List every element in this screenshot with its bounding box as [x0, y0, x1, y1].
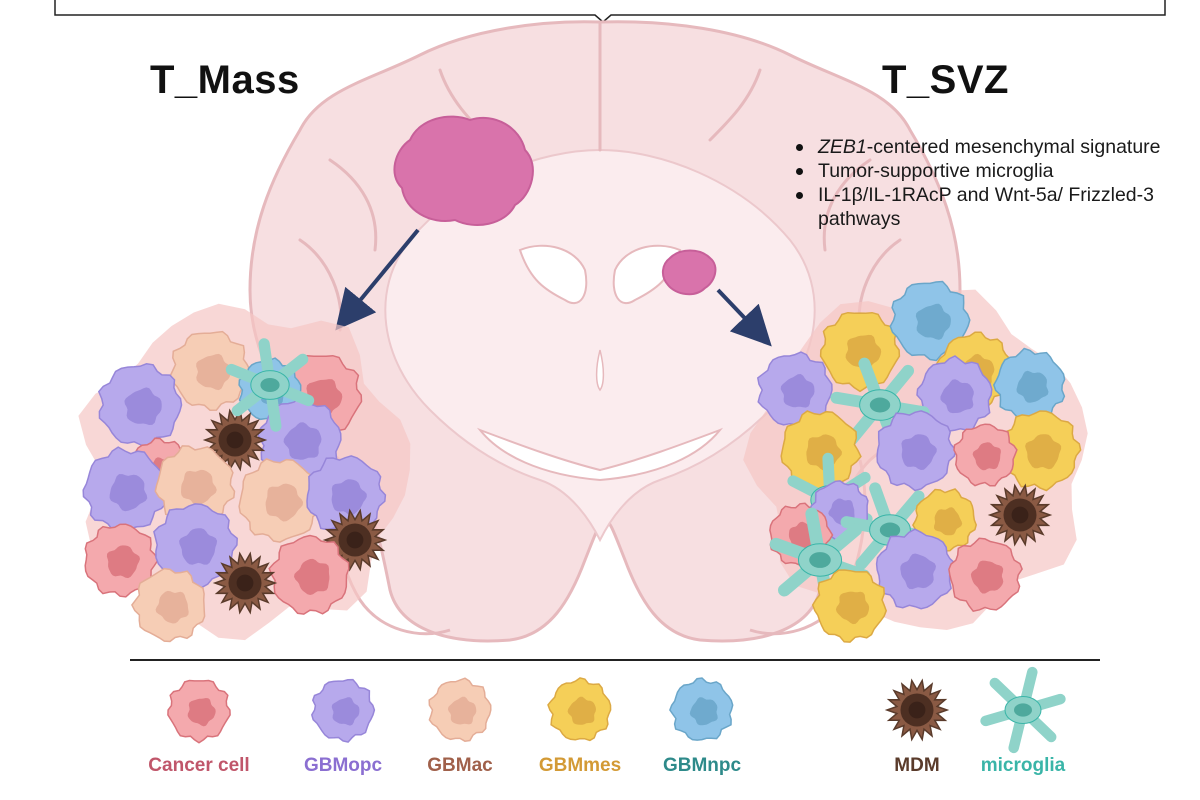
cell-gbmmes [547, 677, 612, 742]
cell-gbmopc [97, 363, 183, 449]
cell-mdm [212, 551, 278, 615]
cell-mdm [884, 678, 950, 742]
cell-gbmopc [153, 503, 238, 589]
legend-label-gbmmes: GBMmes [538, 755, 622, 776]
bullet-gene: ZEB1 [818, 136, 867, 158]
legend-label-gbmopc: GBMopc [303, 755, 383, 776]
cell-cancer-cell [953, 423, 1018, 487]
bullet-item: IL-1β/IL-1RAcP and Wnt-5a/ Frizzled-3 pa… [792, 183, 1172, 231]
cell-cancer-cell [268, 534, 350, 615]
panel-title-t-mass: T_Mass [150, 58, 300, 102]
legend-label-microglia: microglia [980, 755, 1066, 776]
bullet-text: Tumor-supportive microglia [818, 160, 1054, 182]
legend-label-gbmnpc: GBMnpc [662, 755, 742, 776]
legend-label-gbmac: GBMac [427, 755, 493, 776]
cell-gbmnpc [992, 347, 1066, 421]
brain-section [248, 20, 962, 643]
cell-gbmac [238, 458, 324, 543]
cell-gbmopc [875, 528, 957, 610]
cell-mdm [202, 408, 268, 472]
cell-gbmac [154, 445, 236, 526]
cell-gbmnpc [889, 280, 971, 362]
cell-mdm [987, 483, 1053, 547]
cell-mdm [322, 508, 388, 572]
cell-cancer-cell [167, 679, 231, 744]
tumor-mass [393, 115, 534, 226]
bullet-item: Tumor-supportive microglia [792, 159, 1172, 183]
left-ventricle [518, 244, 588, 305]
cell-gbmopc [310, 678, 376, 743]
legend-icons [167, 666, 1066, 754]
lower-notch [476, 427, 724, 482]
cell-gbmopc [916, 355, 993, 432]
cell-gbmopc [756, 351, 833, 429]
cell-gbmopc [82, 446, 168, 532]
tumor-svz [662, 249, 717, 296]
legend-label-mdm: MDM [894, 755, 940, 776]
gyri-lines [298, 20, 902, 332]
cell-microglia [225, 338, 315, 432]
arrow-to-mass [335, 228, 420, 331]
cell-cancer-cell [948, 537, 1023, 613]
bullet-item: ZEB1-centered mesenchymal signature [792, 135, 1172, 159]
cell-gbmmes [811, 569, 888, 643]
bullet-text: IL-1β/IL-1RAcP and Wnt-5a/ Frizzled-3 pa… [818, 184, 1154, 230]
top-callout-border [54, 0, 1166, 23]
bullet-text: -centered mesenchymal signature [866, 136, 1161, 158]
third-ventricle [595, 349, 605, 392]
cell-microglia [769, 507, 871, 613]
t-svz-bullet-list: ZEB1-centered mesenchymal signature Tumo… [792, 135, 1172, 231]
cell-microglia [980, 666, 1066, 754]
cell-gbmmes [819, 311, 901, 393]
cluster-t-svz [743, 280, 1088, 643]
legend-label-cancer-cell: Cancer cell [148, 755, 250, 776]
cell-cancer-cell [84, 523, 159, 598]
cluster-t-mass [78, 303, 411, 643]
cell-gbmac [169, 330, 251, 411]
cell-gbmac [428, 677, 492, 742]
cell-gbmnpc [669, 677, 734, 741]
cell-gbmac [131, 567, 206, 643]
cell-gbmopc [876, 410, 957, 492]
right-ventricle [612, 244, 682, 305]
arrow-to-svz [716, 288, 772, 347]
panel-title-t-svz: T_SVZ [882, 58, 1009, 102]
